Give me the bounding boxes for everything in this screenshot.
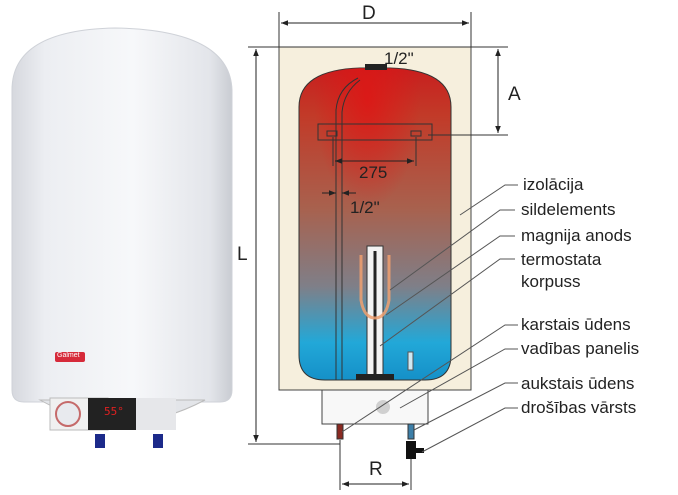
- brand-badge: Galmet: [57, 352, 80, 359]
- dimension-D: D: [362, 3, 376, 24]
- label-hot-water: karstais ūdens: [521, 315, 631, 334]
- label-control-panel: vadības panelis: [521, 339, 640, 358]
- dimension-L: L: [237, 244, 248, 265]
- pipe-size: 1/2": [350, 198, 380, 217]
- label-insulation: izolācija: [523, 175, 584, 194]
- display-value: 55°: [104, 405, 124, 418]
- top-connection-size: 1/2": [384, 49, 414, 68]
- label-cold-water: aukstais ūdens: [521, 374, 635, 393]
- label-safety-valve: drošības vārsts: [521, 398, 637, 417]
- flange-spacing: 275: [359, 163, 388, 182]
- leader-lines: [341, 184, 518, 453]
- safety-valve: [406, 441, 416, 459]
- dimension-R: R: [369, 459, 383, 480]
- dimension-A: A: [508, 84, 521, 105]
- top-connection: [365, 64, 387, 70]
- heater-body: [11, 27, 233, 448]
- label-magnesium-anode: magnija anods: [521, 226, 632, 245]
- label-heating-element: sildelements: [521, 200, 616, 219]
- label-thermostat: termostata: [521, 250, 602, 269]
- label-housing: korpuss: [521, 272, 581, 291]
